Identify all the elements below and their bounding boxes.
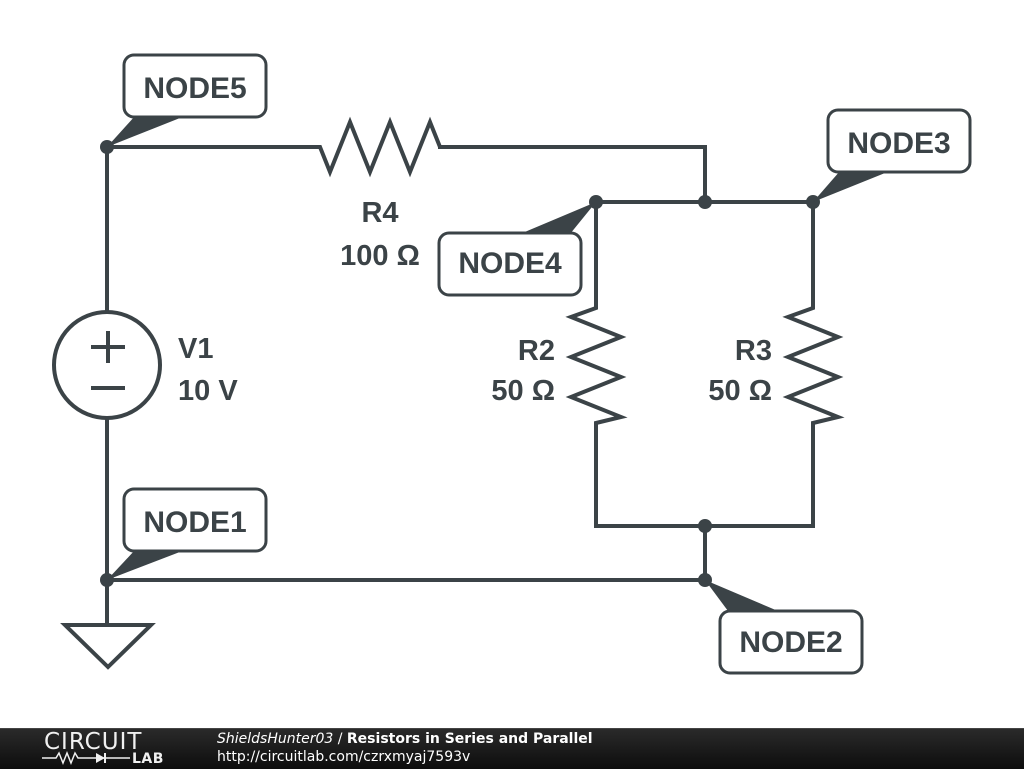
resistor-r3[interactable]: R3 50 Ω (708, 303, 845, 428)
node3-label: NODE3 (847, 127, 950, 160)
node5-box (122, 53, 268, 119)
resistor-r4-symbol (316, 116, 444, 178)
circuit-title[interactable]: Resistors in Series and Parallel (346, 731, 593, 747)
node-label-node2[interactable]: NODE2 (705, 580, 864, 675)
node4-label: NODE4 (458, 247, 562, 280)
node-label-node5[interactable]: NODE5 (107, 53, 268, 147)
ground-icon (60, 623, 156, 670)
resistor-r2-value: 50 Ω (491, 375, 555, 407)
resistor-r2[interactable]: R2 50 Ω (491, 303, 628, 428)
node-label-node3[interactable]: NODE3 (813, 108, 972, 202)
logo-lab-text: LAB (132, 751, 164, 767)
separator: / (333, 731, 347, 747)
resistor-r3-symbol (782, 303, 845, 428)
node4-pointer (520, 202, 596, 234)
node5-pointer (107, 116, 185, 147)
node2-label: NODE2 (739, 626, 842, 659)
footer-bar: CIRCUIT LAB ShieldsHunter03 / Resistors … (0, 728, 1024, 769)
voltage-source-v1-value: 10 V (178, 375, 238, 407)
node-label-node4[interactable]: NODE4 (437, 202, 596, 297)
node2-pointer (705, 580, 778, 611)
node1-pointer (107, 550, 185, 580)
node1-box (122, 487, 268, 553)
node-label-node1[interactable]: NODE1 (107, 487, 268, 580)
node1-label: NODE1 (143, 506, 246, 539)
node4-box (437, 231, 583, 297)
voltage-source-v1-name: V1 (178, 333, 213, 365)
junction-mid-top (698, 195, 712, 209)
voltage-source-v1-circle (52, 310, 162, 420)
node5-label: NODE5 (143, 72, 246, 105)
wire-r4-node3 (438, 145, 707, 204)
plus-icon (91, 331, 125, 363)
footer-credit: ShieldsHunter03 / Resistors in Series an… (217, 731, 593, 748)
resistor-r4[interactable]: R4 100 Ω (316, 116, 444, 272)
resistor-r3-value: 50 Ω (708, 375, 772, 407)
resistor-r2-symbol (565, 303, 628, 428)
resistor-r2-name: R2 (518, 335, 555, 367)
node2-box (718, 609, 864, 675)
circuitlab-logo[interactable]: CIRCUIT LAB (40, 729, 180, 769)
resistor-diode-icon (42, 751, 130, 765)
node3-pointer (813, 171, 890, 202)
voltage-source-v1[interactable]: V1 10 V (52, 310, 238, 420)
circuit-schematic: R4 100 Ω R2 50 Ω R3 50 Ω V1 10 V (52, 53, 972, 675)
resistor-r4-name: R4 (361, 197, 398, 229)
wire-bottom-bus (594, 423, 815, 528)
junction-mid-bottom (698, 519, 712, 533)
resistor-r3-name: R3 (735, 335, 772, 367)
author-link[interactable]: ShieldsHunter03 (217, 731, 334, 747)
circuit-url[interactable]: http://circuitlab.com/czrxmyaj7593v (217, 749, 471, 765)
resistor-r4-value: 100 Ω (340, 240, 420, 272)
node3-box (826, 108, 972, 174)
ground-symbol[interactable] (60, 623, 156, 670)
logo-circuit-text: CIRCUIT (44, 729, 143, 755)
